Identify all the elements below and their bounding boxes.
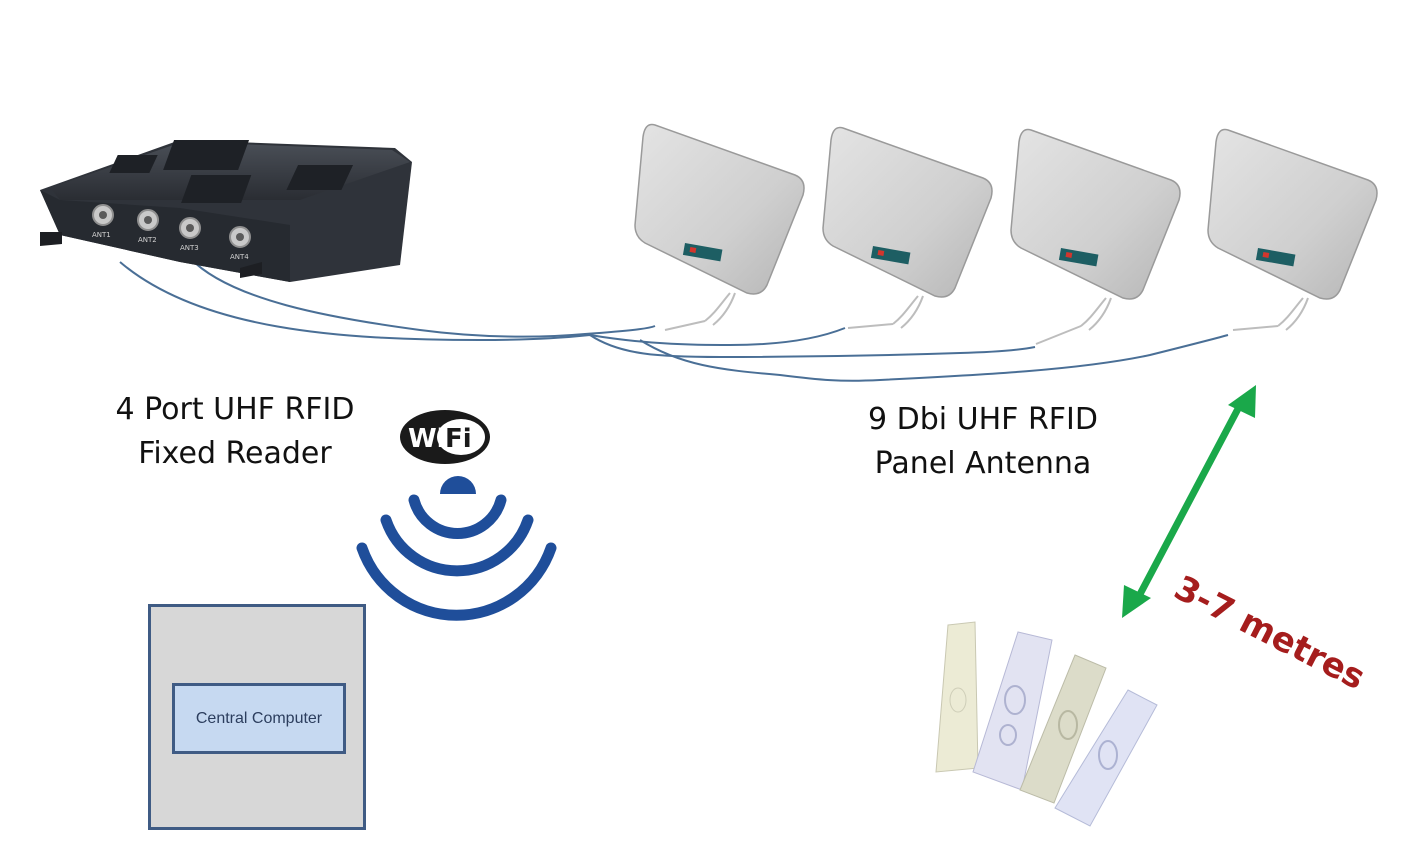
cable-ant1 <box>189 257 656 338</box>
antenna-label-line-1: 9 Dbi UHF RFID <box>868 402 1098 437</box>
distance-arrow <box>1122 385 1256 618</box>
wifi-signal-icon <box>356 476 557 621</box>
central-computer-text: Central Computer <box>195 709 323 727</box>
port-label-2: ANT2 <box>138 236 157 244</box>
antenna-1 <box>634 123 805 331</box>
reader-label-line-2: Fixed Reader <box>138 436 332 471</box>
reader-label: 4 Port UHF RFID Fixed Reader <box>90 388 380 476</box>
antenna-3 <box>1010 128 1181 345</box>
antenna-label-line-2: Panel Antenna <box>874 446 1092 481</box>
rfid-tag-1 <box>935 621 979 773</box>
wifi-logo-left-text: Wi <box>408 424 446 454</box>
antenna-cables <box>119 257 1229 382</box>
cable-ant4 <box>639 334 1229 382</box>
port-label-1: ANT1 <box>92 231 111 239</box>
reader-ports: ANT1 ANT2 ANT3 ANT4 <box>92 204 251 261</box>
port-label-4: ANT4 <box>230 253 249 261</box>
antenna-2 <box>822 126 993 329</box>
panel-antennas <box>634 123 1378 345</box>
central-computer-label: Central Computer <box>172 683 346 754</box>
cable-ant3 <box>589 334 1036 359</box>
antenna-label: 9 Dbi UHF RFID Panel Antenna <box>838 398 1128 486</box>
rfid-tag-3 <box>1019 654 1107 804</box>
rfid-reader: ANT1 ANT2 ANT3 ANT4 <box>40 140 412 282</box>
wifi-logo: Wi Fi <box>400 410 490 464</box>
antenna-4 <box>1207 128 1378 331</box>
rfid-tags <box>935 621 1158 827</box>
rfid-tag-4 <box>1054 689 1158 827</box>
reader-label-line-1: 4 Port UHF RFID <box>115 392 355 427</box>
port-label-3: ANT3 <box>180 244 199 252</box>
wifi-logo-right-text: Fi <box>445 424 472 454</box>
cable-ant2 <box>119 261 846 347</box>
